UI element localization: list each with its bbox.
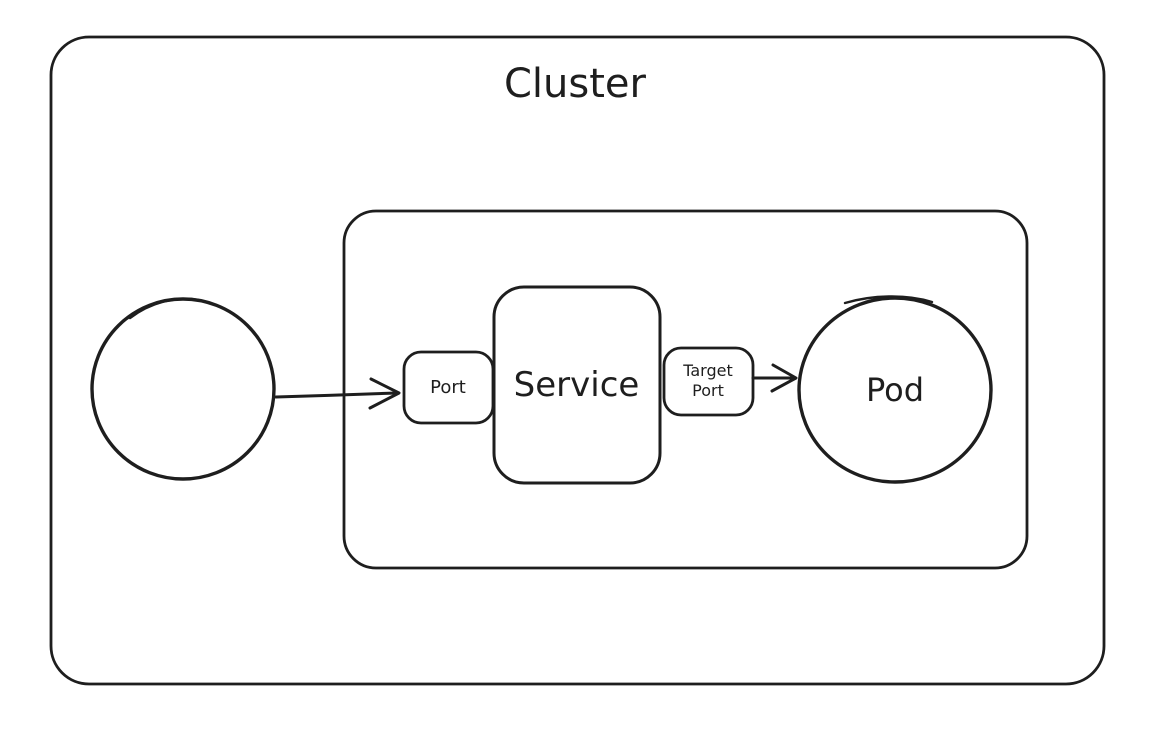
target-port-label: Target Port: [663, 347, 753, 415]
port-label: Port: [430, 377, 466, 398]
target-port-label-line2: Port: [692, 381, 724, 400]
client-circle: [90, 297, 276, 481]
service-box: [492, 285, 662, 485]
service-label: Service: [513, 365, 640, 405]
cluster-box: [49, 35, 1106, 686]
client-to-port-arrow: [274, 377, 401, 410]
target-port-box: [662, 346, 755, 417]
inner-box: [342, 209, 1029, 570]
cluster-title: Cluster: [504, 61, 646, 107]
target-port-to-pod-arrow: [751, 363, 798, 393]
pod-circle: [797, 295, 993, 484]
pod-label: Pod: [865, 371, 925, 409]
target-port-label-line1: Target: [683, 360, 733, 380]
